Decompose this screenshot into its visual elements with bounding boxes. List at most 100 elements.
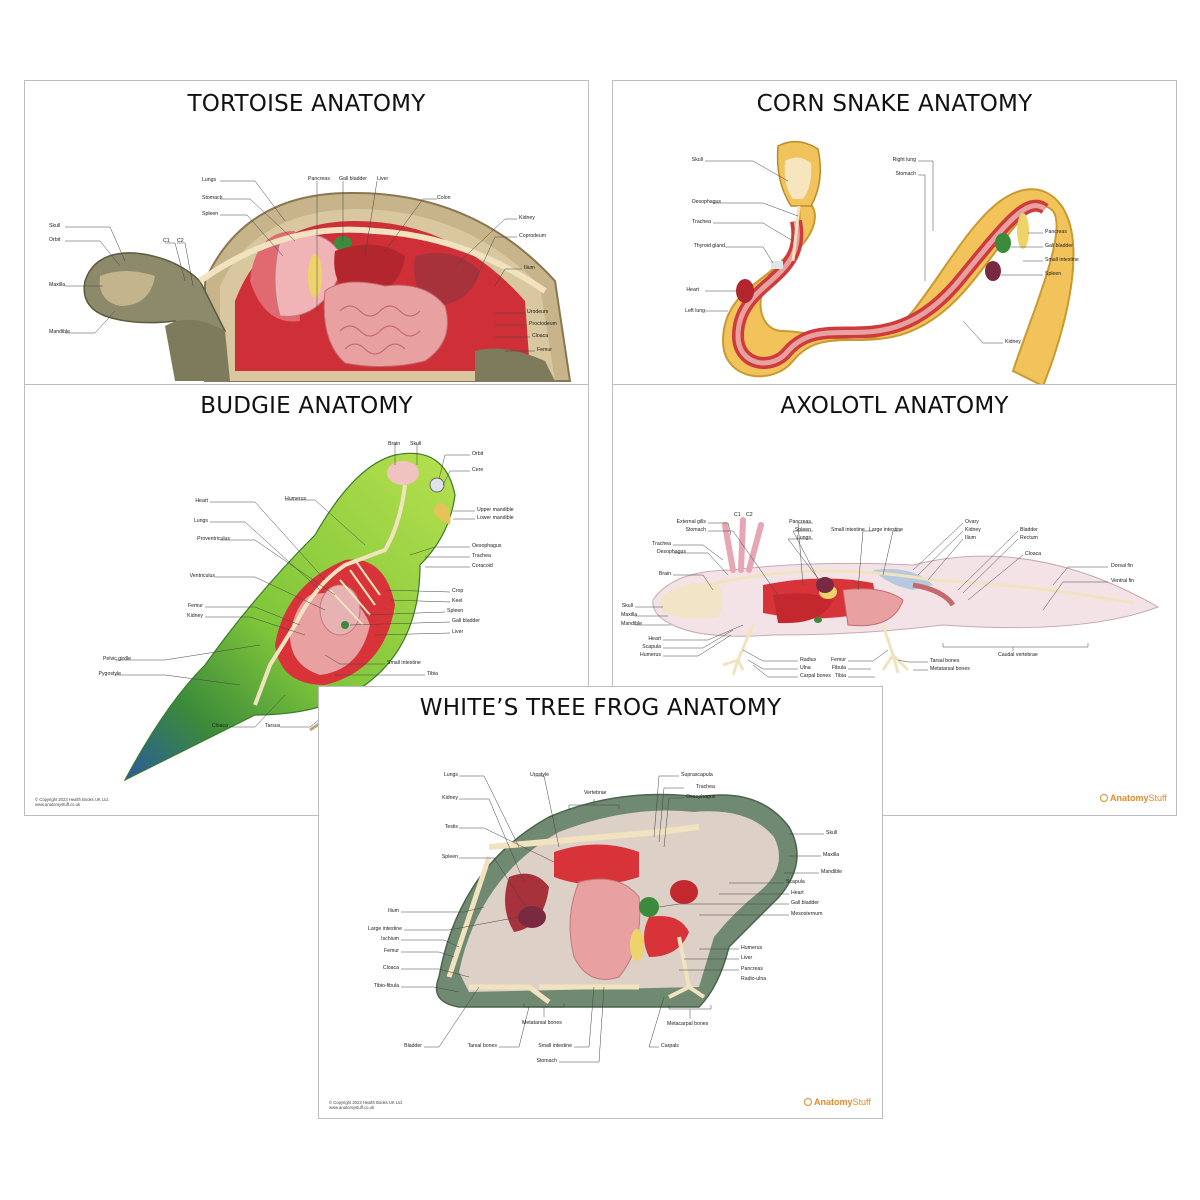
label-caudal-vertebrae: Caudal vertebrae [998, 652, 1038, 658]
poster-title: CORN SNAKE ANATOMY [756, 91, 1033, 117]
label-rectum: Rectum [1020, 535, 1038, 541]
label-thyroid-gland: Thyroid gland [693, 243, 725, 249]
label-maxilla: Maxilla [621, 612, 638, 618]
label-ventriculus: Ventriculus [189, 573, 215, 579]
label-maxilla: Maxilla [823, 852, 840, 858]
brand-name-bold: Anatomy [814, 1097, 853, 1107]
label-tibia: Tibia [834, 673, 846, 679]
copyright-url: www.anatomystuff.co.uk [329, 1105, 375, 1111]
label-humerus: Humerus [285, 496, 307, 502]
label-colon: Colon [437, 195, 451, 201]
label-lungs: Lungs [202, 177, 217, 183]
poster-title: AXOLOTL ANATOMY [780, 393, 1009, 419]
label-coracoid: Coracoid [472, 563, 493, 569]
label-bladder: Bladder [1020, 527, 1038, 533]
label-lungs: Lungs [796, 535, 811, 541]
label-stomach: Stomach [685, 527, 706, 533]
label-heart: Heart [686, 287, 699, 293]
poster-tortoise: TORTOISE ANATOMY [24, 80, 589, 385]
label-ischium: Ischium [381, 936, 399, 942]
label-skull: Skull [621, 603, 633, 609]
label-femur: Femur [188, 603, 203, 609]
label-carpal-bones: Carpal bones [800, 673, 831, 679]
label-liver: Liver [452, 629, 464, 635]
label-tarsal-bones: Tarsal bones [467, 1043, 497, 1049]
label-liver: Liver [741, 955, 753, 961]
label-gall-bladder: Gall bladder [339, 176, 367, 182]
label-oesophagus: Oesophagus [686, 794, 716, 800]
label-skull: Skull [691, 157, 703, 163]
label-stomach: Stomach [895, 171, 916, 177]
label-trachea: Trachea [696, 784, 715, 790]
label-cloaca: Cloaca [211, 723, 228, 729]
frog-illustration [401, 775, 824, 1063]
label-pancreas: Pancreas [308, 176, 330, 182]
copyright: © Copyright 2023 Health Books UK Ltd. ww… [329, 1100, 403, 1111]
label-heart: Heart [648, 636, 661, 642]
label-mesosternum: Mesosternum [791, 911, 823, 917]
label-small-intestine: Small intestine [1045, 257, 1079, 263]
label-gall-bladder: Gall bladder [452, 618, 480, 624]
label-brain: Brain [388, 441, 401, 447]
label-spleen: Spleen [447, 608, 464, 614]
label-trachea: Trachea [692, 219, 711, 225]
label-lower-mandible: Lower mandible [477, 515, 514, 521]
label-kidney: Kidney [965, 527, 981, 533]
label-mandible: Mandible [621, 621, 643, 627]
label-carpals: Carpals [661, 1043, 679, 1049]
label-large-intestine: Large intestine [367, 926, 402, 932]
label-metatarsal-bones: Metatarsal bones [522, 1020, 562, 1026]
label-coprodeum: Coprodeum [519, 233, 547, 239]
label-large-intestine: Large intestine [869, 527, 904, 533]
label-metacarpal-bones: Metacarpal bones [667, 1021, 709, 1027]
label-humerus: Humerus [741, 945, 763, 951]
label-cloaca: Cloaca [1025, 551, 1042, 557]
copyright-line: © Copyright 2023 Health Books UK Ltd. [35, 797, 109, 802]
label-brain: Brain [658, 571, 671, 577]
label-femur: Femur [537, 347, 552, 353]
label-femur: Femur [831, 657, 846, 663]
label-ventral-fin: Ventral fin [1111, 578, 1135, 584]
label-small-intestine: Small intestine [387, 660, 421, 666]
label-pelvic-girdle: Pelvic girdle [103, 656, 131, 662]
poster-tree-frog: WHITE’S TREE FROG ANATOMY [318, 686, 883, 1119]
label-scapula: Scapula [786, 879, 805, 885]
label-vertebrae: Vertebrae [584, 790, 607, 796]
copyright-line: © Copyright 2023 Health Books UK Ltd. [329, 1100, 403, 1105]
label-cere: Cere [472, 467, 484, 473]
label-orbit: Orbit [472, 451, 484, 457]
label-heart: Heart [195, 498, 208, 504]
label-skull: Skull [826, 830, 838, 836]
label-oesophagus: Oesophagus [472, 543, 502, 549]
label-spleen: Spleen [1045, 271, 1062, 277]
budgie-illustration [115, 443, 475, 782]
label-gall-bladder: Gall bladder [1045, 243, 1073, 249]
label-stomach: Stomach [536, 1058, 557, 1064]
label-cloaca: Cloaca [532, 333, 549, 339]
tortoise-illustration [65, 180, 572, 382]
label-tibia: Tibia [427, 671, 439, 677]
label-ilium: Ilium [388, 908, 399, 914]
label-liver: Liver [377, 176, 389, 182]
label-pygostyle: Pygostyle [98, 671, 122, 677]
label-cloaca: Cloaca [382, 965, 399, 971]
brand-logo: AnatomyStuff [1100, 793, 1167, 803]
label-heart: Heart [791, 890, 804, 896]
label-ilium: Ilium [524, 265, 535, 271]
label-mandible: Mandible [49, 329, 71, 335]
copyright: © Copyright 2023 Health Books UK Ltd. ww… [35, 797, 109, 808]
label-external-gills: External gills [676, 519, 706, 525]
label-kidney: Kidney [187, 613, 203, 619]
label-kidney: Kidney [442, 795, 458, 801]
label-spleen: Spleen [202, 211, 219, 217]
label-left-lung: Left lung [685, 308, 705, 314]
poster-corn-snake: CORN SNAKE ANATOMY Skull Oesophagus Trac… [612, 80, 1177, 385]
snake-illustration [705, 140, 1075, 384]
label-c2: C2 [177, 238, 184, 244]
label-bladder: Bladder [404, 1043, 422, 1049]
poster-title: WHITE’S TREE FROG ANATOMY [419, 695, 782, 721]
label-dorsal-fin: Dorsal fin [1111, 563, 1133, 569]
label-mandible: Mandible [821, 869, 843, 875]
label-fibula: Fibula [831, 665, 846, 671]
label-c2: C2 [746, 512, 753, 518]
